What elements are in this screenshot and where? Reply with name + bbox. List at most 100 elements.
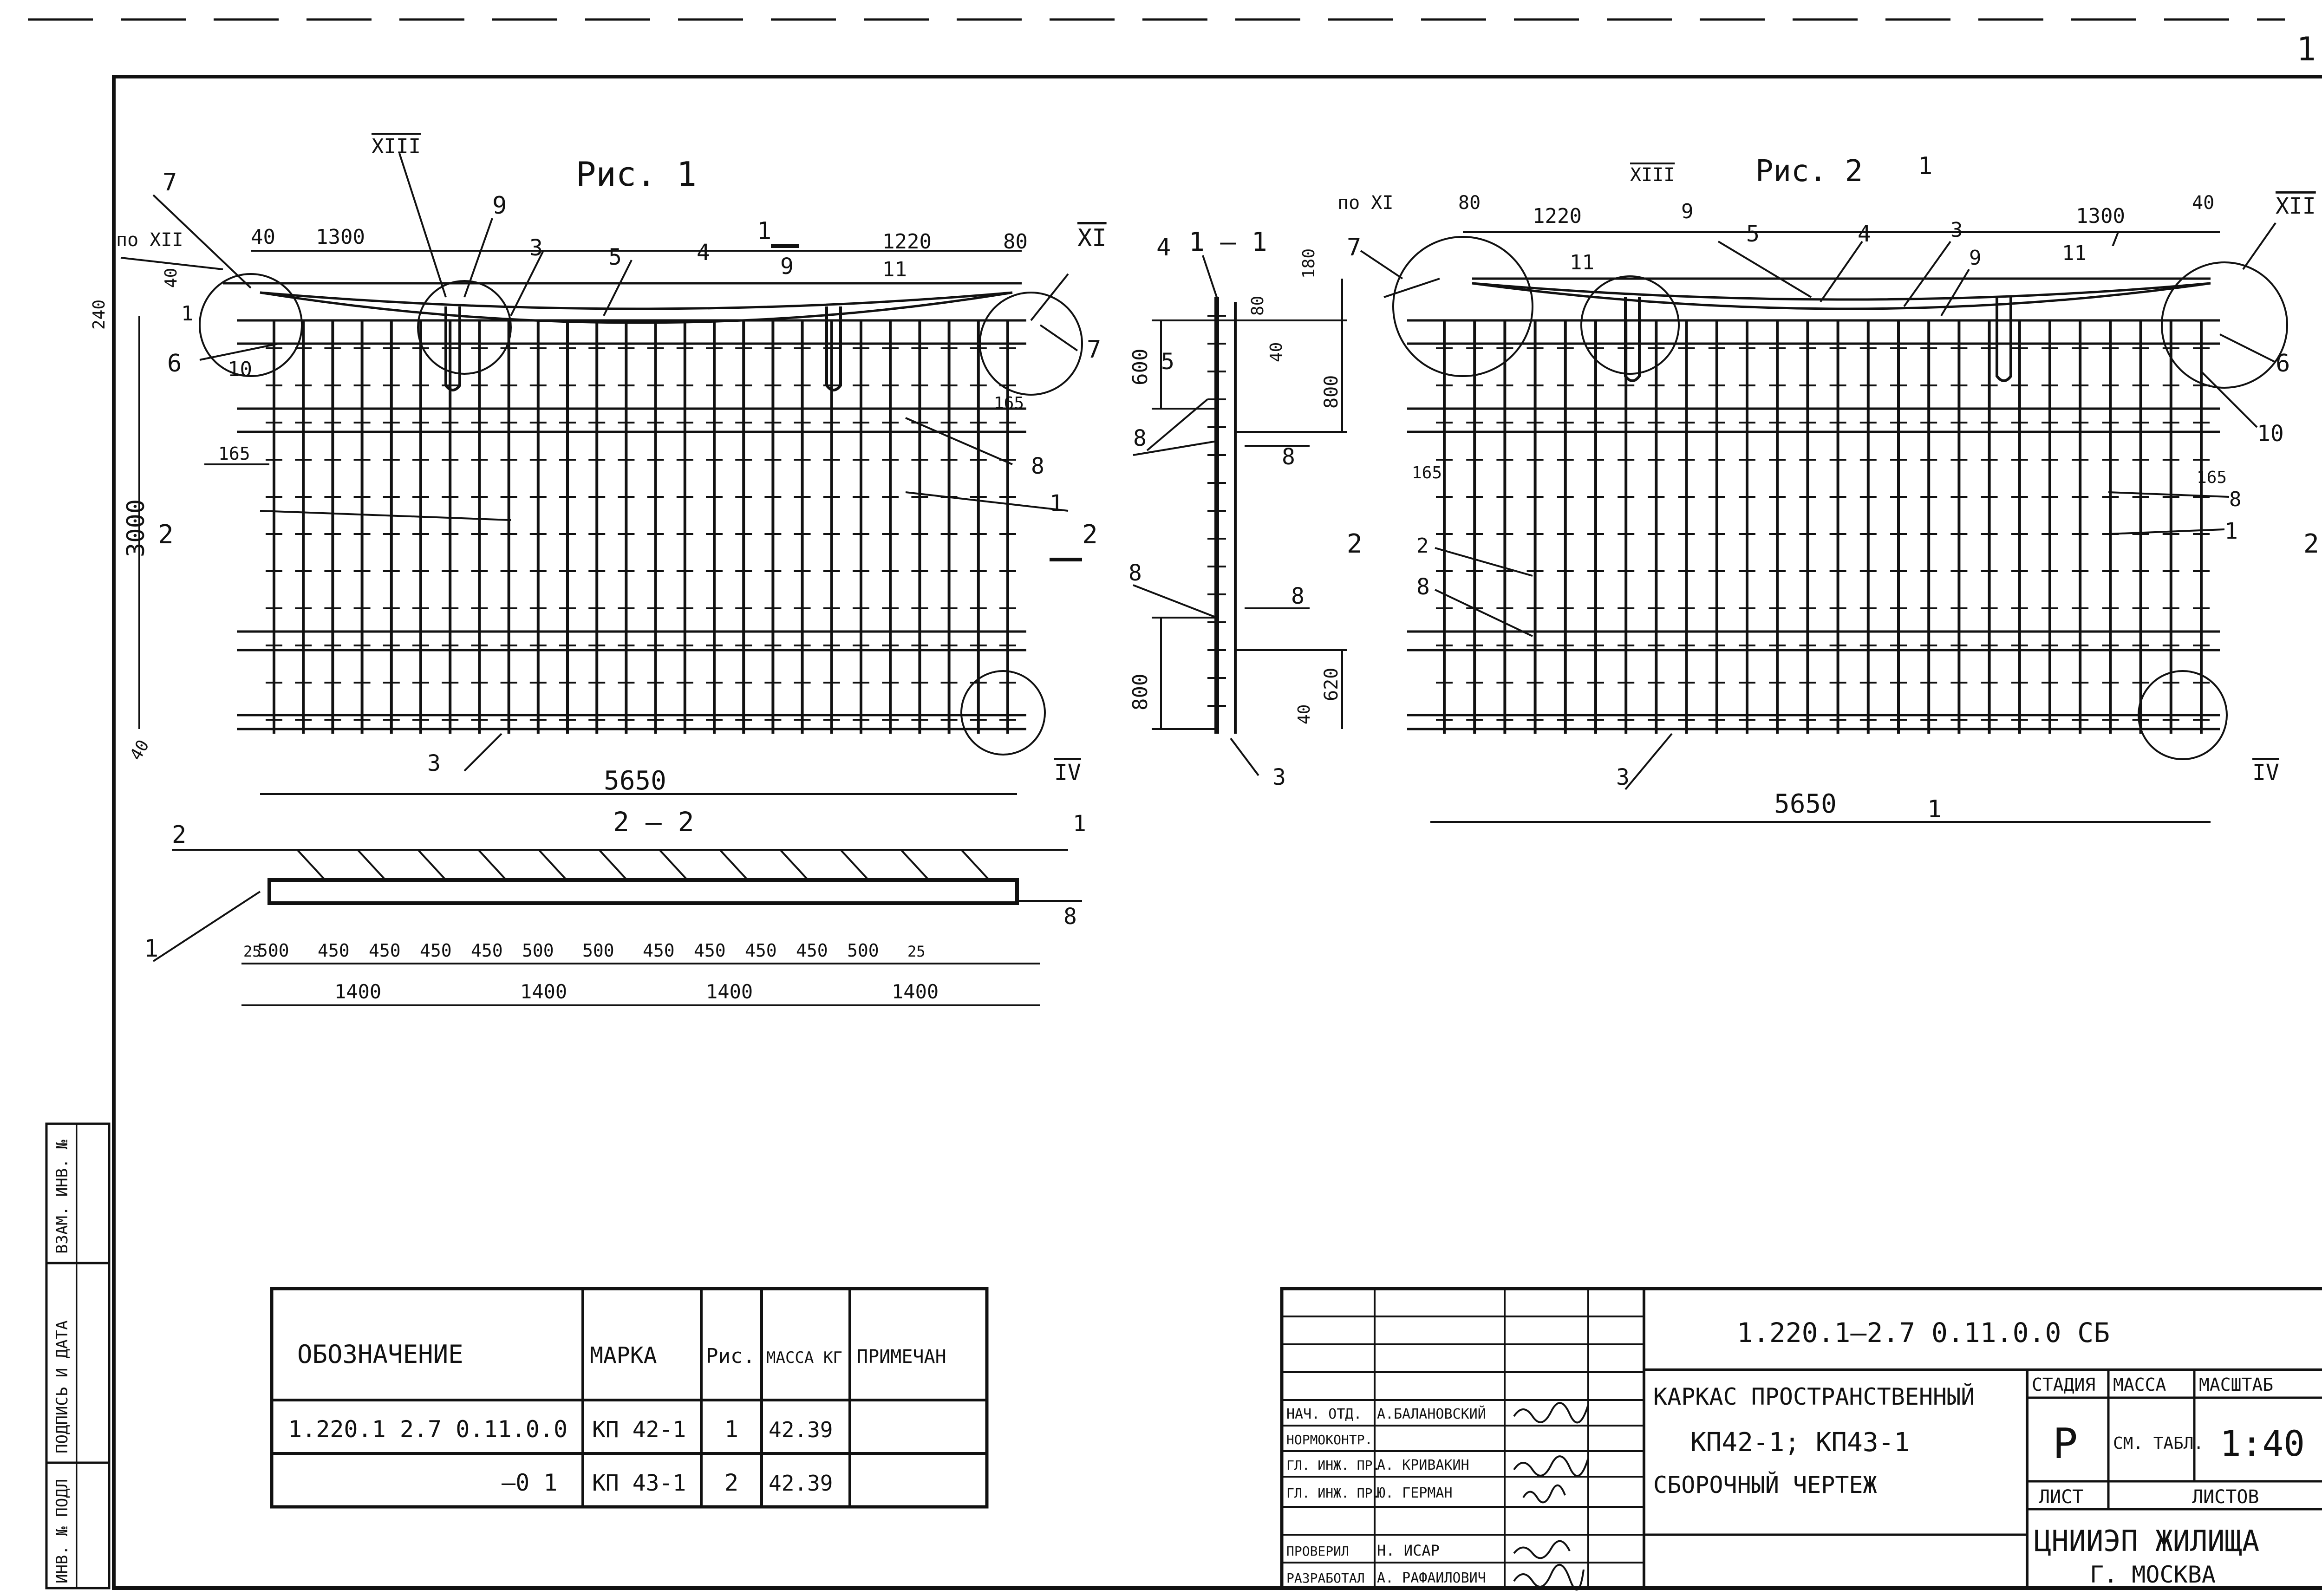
fig1-title: Рис. 1 [576, 155, 697, 194]
fig1-dim: 1220 [882, 230, 932, 254]
section-diagonal [840, 849, 869, 881]
tb-sheet-label: ЛИСТ [2039, 1486, 2083, 1508]
fig2-callout-xi [1392, 236, 1533, 377]
fig1-label: 9 [780, 254, 794, 280]
section22-label: 2 [172, 821, 186, 849]
fig2-label: по XI [1337, 192, 1393, 214]
fig1-label: 11 [882, 258, 907, 281]
section22-total: 1400 [892, 980, 939, 1003]
section11-label: 8 [1128, 560, 1142, 586]
spec-cell: 42.39 [769, 1417, 833, 1442]
fig2-dim: 5650 [1774, 789, 1837, 819]
spec-cell: КП 42-1 [592, 1417, 686, 1443]
tb-role: НАЧ. ОТД. [1286, 1406, 1362, 1422]
fig1-dim: 3 [427, 750, 441, 776]
fig2-dim: 80 [1458, 192, 1481, 214]
fig2-callout-xiii [1580, 275, 1680, 375]
title-block-grid [1282, 1289, 1644, 1588]
section22-dim: 500 [257, 940, 289, 961]
section11-dim: 600 [1128, 349, 1152, 385]
fig2-label: 5 [1746, 221, 1760, 247]
fig1-label: 10 [228, 358, 252, 381]
section22-leader-1 [152, 891, 261, 962]
section11-dim-lines [1133, 255, 1347, 776]
fig2-dim: 1300 [2076, 204, 2125, 228]
section11-ticks [1207, 315, 1226, 707]
fig2-label: 7 [1347, 234, 1361, 261]
fig2-label: 6 [2276, 350, 2290, 378]
spec-cell: 2 [724, 1469, 738, 1496]
fig1-section-mark: 2 [158, 520, 174, 550]
fig1-dim: 165 [218, 443, 250, 464]
tb-name: Ю. ГЕРМАН [1377, 1485, 1453, 1501]
spec-cell: 1.220.1 2.7 0.11.0.0 [288, 1416, 567, 1443]
tb-title-line: СБОРОЧНЫЙ ЧЕРТЕЖ [1653, 1471, 1877, 1498]
tb-stage-value: Р [2053, 1420, 2078, 1468]
fig1-label: 6 [167, 350, 182, 378]
fig1-label: 8 [1031, 453, 1044, 479]
spec-header: МАССА КГ [766, 1348, 842, 1367]
fig1-dim: 80 [1003, 230, 1028, 254]
fig1-hook-right [825, 306, 842, 391]
drawing-frame [112, 75, 2322, 1590]
signature-2 [1513, 1455, 1589, 1477]
side-stamp-label: ПОДПИСЬ И ДАТА [53, 1320, 72, 1453]
fig2-top-chord [1472, 282, 2211, 310]
title-block: НАЧ. ОТД. А.БАЛАНОВСКИЙ НОРМОКОНТР. ГЛ. … [1280, 1287, 2322, 1591]
section22-total: 1400 [334, 980, 381, 1003]
signature-4 [1513, 1540, 1571, 1559]
fig2-label: XII [2276, 193, 2316, 219]
section11-label: 3 [1272, 764, 1286, 790]
section11-title: 1 — 1 [1189, 227, 1267, 257]
fig2-label: 8 [1416, 574, 1430, 600]
fig1-label: 3 [529, 235, 543, 261]
section22-dim: 450 [318, 940, 350, 961]
signature-5 [1513, 1563, 1585, 1591]
fig1-leaders [120, 153, 1078, 772]
tb-role: РАЗРАБОТАЛ [1286, 1570, 1365, 1586]
side-stamp-label: ИНВ. № ПОДЛ [53, 1479, 72, 1583]
section22-dim: 500 [522, 940, 554, 961]
fig2-label: 9 [1969, 246, 1982, 270]
section-diagonal [900, 849, 930, 881]
spec-table: ОБОЗНАЧЕНИЕ МАРКА Рис. МАССА КГ ПРИМЕЧАН… [270, 1287, 989, 1509]
fig2-callout-iv [2138, 670, 2228, 760]
side-stamp: ВЗАМ. ИНВ. № ПОДПИСЬ И ДАТА ИНВ. № ПОДЛ [45, 1122, 111, 1589]
fig1-dim: 40 [162, 268, 181, 288]
section-diagonal [719, 849, 749, 881]
section-diagonal [477, 849, 507, 881]
tb-mass-value: СМ. ТАБЛ. [2113, 1434, 2204, 1453]
fig2-section-mark: 2 [1347, 529, 1363, 559]
fig1-dim: 165 [994, 394, 1024, 413]
section22-dim: 450 [694, 940, 726, 961]
fig2-label: 7 [2108, 228, 2121, 251]
tb-sheets-label: ЛИСТОВ [2192, 1486, 2259, 1508]
fig1-callout-xiii [417, 280, 512, 375]
section22-dim: 450 [643, 940, 675, 961]
section22-total: 1400 [706, 980, 753, 1003]
figure-2: Рис. 2 1 по XI 7 [1337, 152, 2319, 823]
fig2-label: 11 [1570, 251, 1594, 274]
signature-1 [1513, 1402, 1589, 1424]
fig2-section-mark: 2 [2303, 529, 2319, 559]
fig1-label: 7 [163, 169, 177, 196]
fig2-label: 11 [2062, 241, 2087, 265]
section11-dim: 620 [1321, 668, 1342, 701]
fig1-dim: 40 [126, 736, 153, 763]
fig2-top-chord-2 [1472, 282, 2211, 301]
corner-mark: 1 [2296, 30, 2316, 68]
fig1-label: XIII [372, 135, 421, 158]
fig2-frame-grid [1407, 319, 2220, 734]
fig2-hook-right [1996, 297, 2012, 382]
tb-scale-value: 1:40 [2220, 1423, 2305, 1464]
tb-org-line1: ЦНИИЭП ЖИЛИЩА [2034, 1524, 2259, 1558]
tb-title-line: КАРКАС ПРОСТРАНСТВЕННЫЙ [1653, 1383, 1975, 1410]
section11-dim: 800 [1321, 375, 1342, 409]
fig1-section-mark: 2 [1082, 520, 1098, 550]
section22-title: 2 — 2 [613, 806, 694, 838]
tb-role: НОРМОКОНТР. [1286, 1432, 1372, 1447]
section22-label: 8 [1063, 904, 1077, 930]
fig2-label: XIII [1630, 164, 1675, 186]
spec-cell: 42.39 [769, 1471, 833, 1496]
